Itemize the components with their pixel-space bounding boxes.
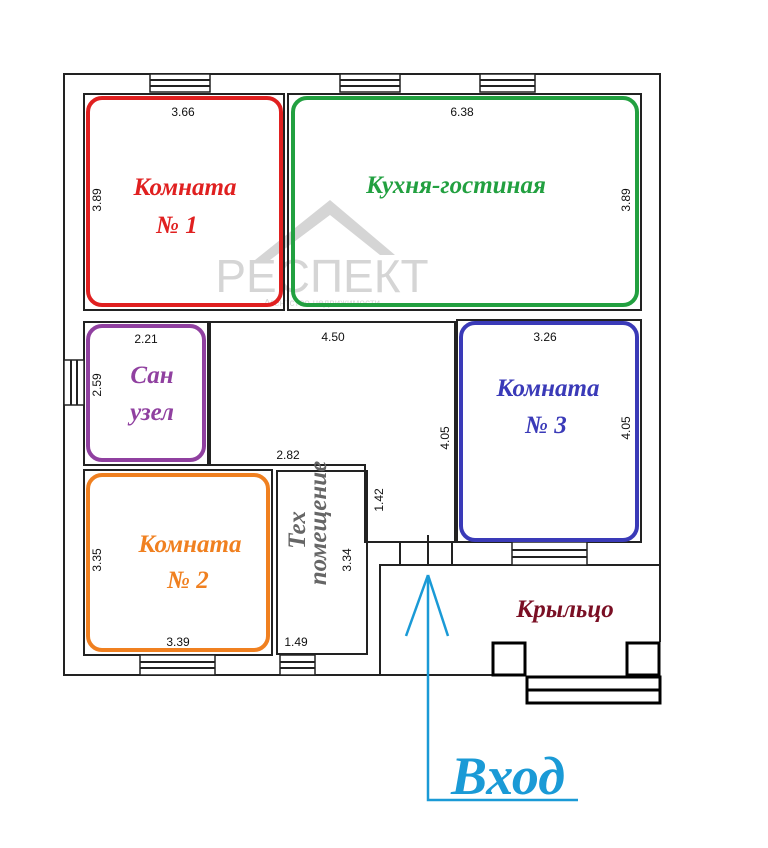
svg-text:3.89: 3.89	[619, 188, 633, 212]
svg-text:3.66: 3.66	[171, 105, 195, 119]
svg-text:3.35: 3.35	[90, 548, 104, 572]
svg-text:3.39: 3.39	[166, 635, 190, 649]
entrance-label: Вход	[450, 746, 565, 806]
room-1-number: № 1	[155, 212, 198, 239]
porch-steps	[491, 641, 662, 705]
svg-text:2.82: 2.82	[276, 448, 300, 462]
kitchen-outline	[291, 96, 639, 307]
room-2-label: Комната	[137, 531, 241, 558]
entrance-arrow	[404, 574, 578, 802]
bathroom-label: Сан	[130, 362, 173, 389]
room-1-outline	[86, 96, 283, 307]
room-1-label: Комната	[132, 174, 236, 201]
tech-room-label-2: помещение	[305, 461, 332, 585]
svg-text:3.89: 3.89	[90, 188, 104, 212]
svg-text:1.49: 1.49	[284, 635, 308, 649]
room-3-number: № 3	[524, 412, 567, 439]
room-2-outline	[86, 473, 270, 652]
svg-text:6.38: 6.38	[450, 105, 474, 119]
bathroom-label-2: узел	[127, 399, 174, 426]
room-3-outline	[459, 321, 639, 542]
tech-room-label: Тех	[284, 511, 311, 549]
svg-text:3.34: 3.34	[340, 548, 354, 572]
windows	[63, 73, 588, 676]
dimension-labels: 3.66 6.38 3.89 3.89 2.21 2.59 4.50 4.05 …	[90, 105, 633, 649]
svg-text:4.50: 4.50	[321, 330, 345, 344]
svg-text:РЕСПЕКТ: РЕСПЕКТ	[215, 250, 428, 302]
svg-text:2.59: 2.59	[90, 373, 104, 397]
watermark-logo: РЕСПЕКТ Агентство недвижимости	[215, 200, 429, 309]
svg-text:1.42: 1.42	[372, 488, 386, 512]
svg-text:2.21: 2.21	[134, 332, 158, 346]
svg-text:3.26: 3.26	[533, 330, 557, 344]
svg-text:4.05: 4.05	[438, 426, 452, 450]
room-3-label: Комната	[495, 375, 599, 402]
svg-text:4.05: 4.05	[619, 416, 633, 440]
porch-label: Крыльцо	[515, 596, 613, 623]
room-2-number: № 2	[166, 567, 209, 594]
kitchen-label: Кухня-гостиная	[365, 172, 546, 199]
bathroom-outline	[86, 324, 206, 462]
